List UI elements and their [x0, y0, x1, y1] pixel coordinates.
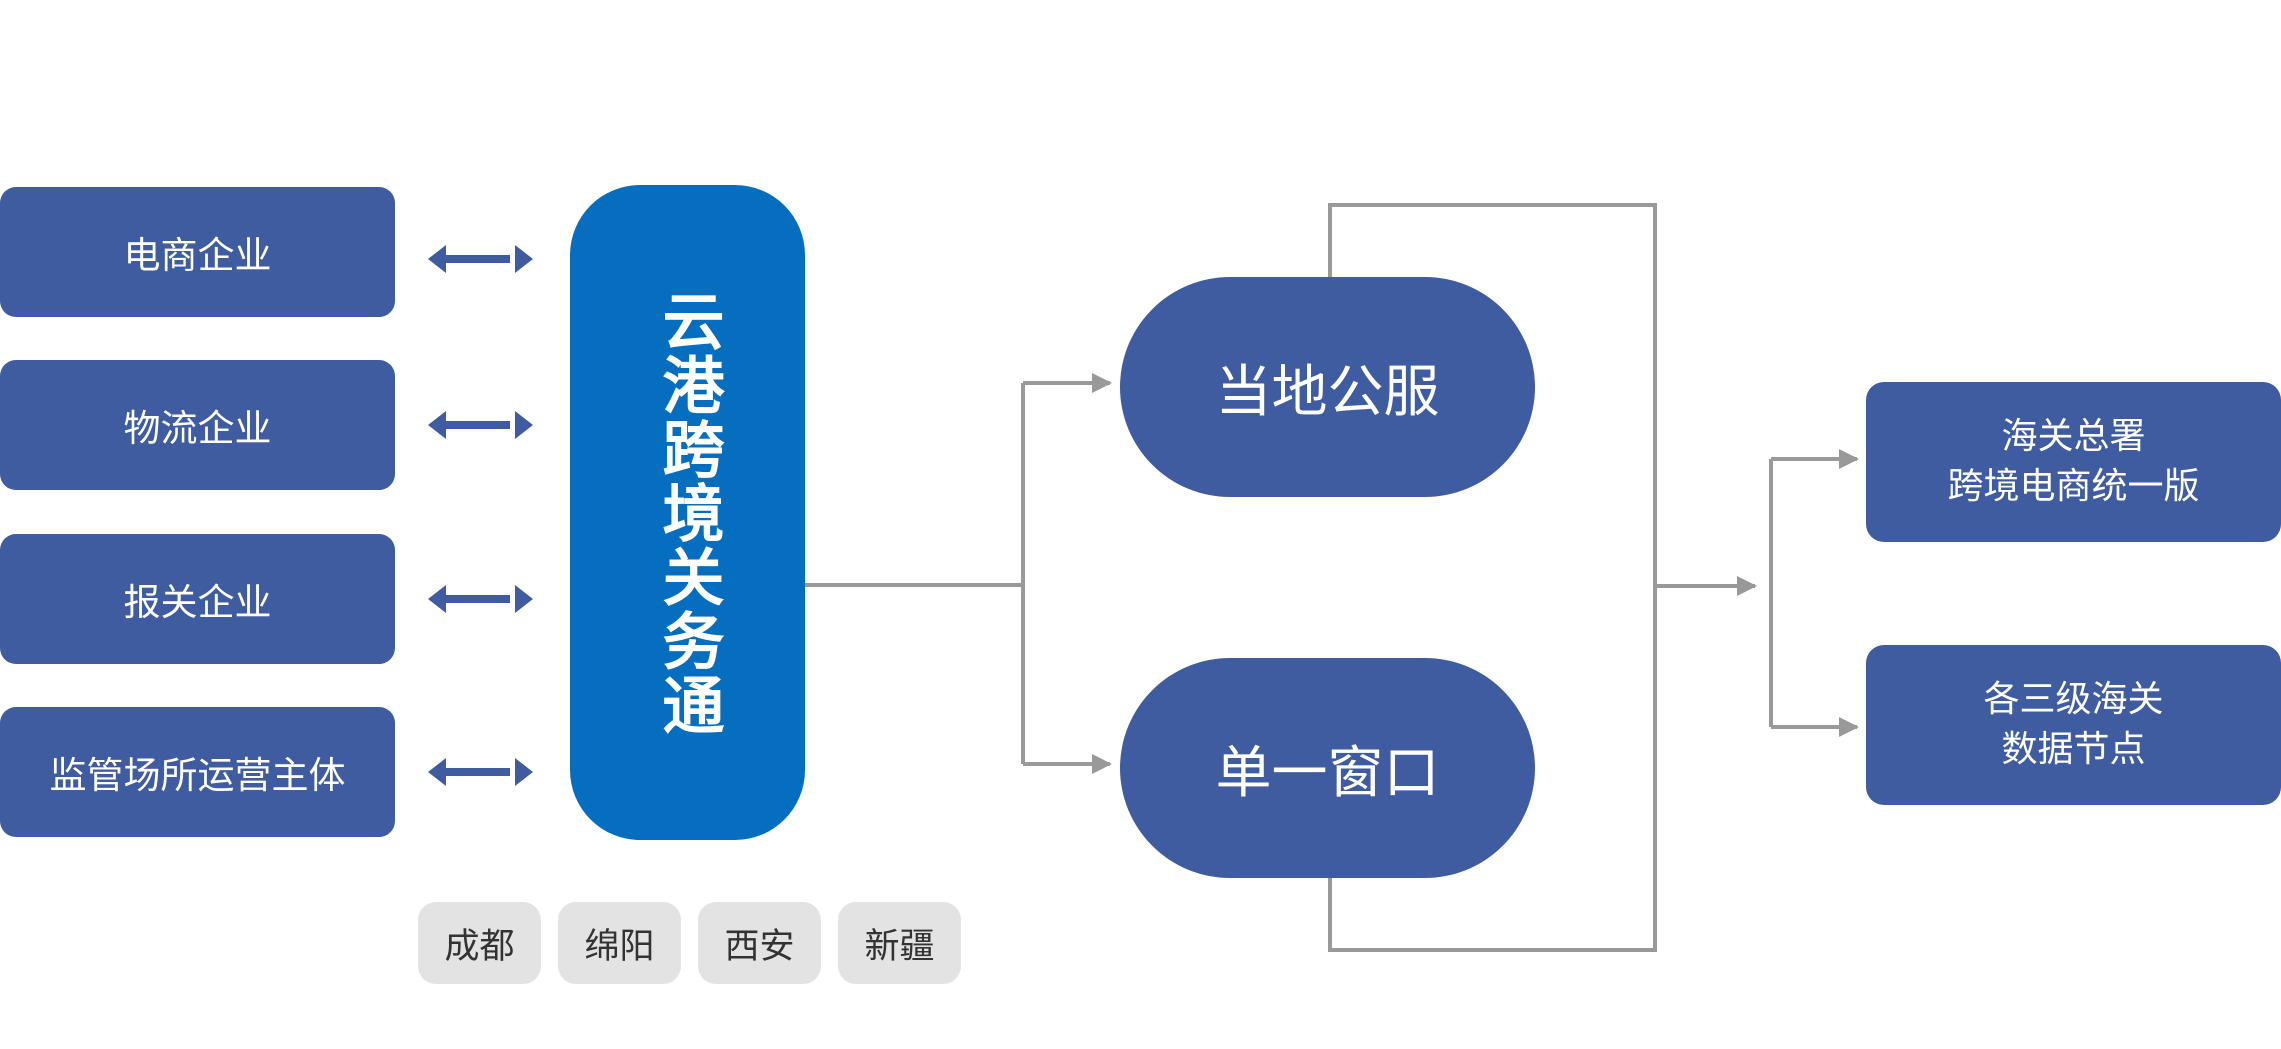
enterprise-box-logistics: 物流企业	[0, 360, 395, 490]
location-tag-mianyang: 绵阳	[558, 902, 681, 984]
double-arrow-ent-3	[428, 758, 533, 786]
location-label: 绵阳	[584, 926, 655, 967]
service-label: 当地公服	[1215, 359, 1440, 425]
destination-line-2: 跨境电商统一版	[1947, 466, 2200, 507]
destination-line-1: 海关总署	[2001, 416, 2146, 458]
services-to-destinations-connector	[1328, 203, 1859, 952]
location-label: 新疆	[864, 926, 935, 967]
double-arrow-ent-0	[428, 245, 533, 273]
enterprise-box-customs-broker: 报关企业	[0, 534, 395, 664]
location-tag-xinjiang: 新疆	[838, 902, 961, 984]
location-tag-xian: 西安	[698, 902, 821, 984]
enterprise-box-supervision-site: 监管场所运营主体	[0, 707, 395, 837]
hub-label: 云港跨境关务通	[651, 288, 725, 737]
destination-line-2: 数据节点	[2001, 729, 2146, 770]
service-node-local-public-service: 当地公服	[1120, 277, 1535, 497]
hub-node: 云港跨境关务通	[570, 185, 805, 840]
destination-node-customs-headquarters: 海关总署 跨境电商统一版	[1866, 382, 2281, 542]
location-label: 成都	[444, 926, 515, 967]
service-node-single-window: 单一窗口	[1120, 658, 1535, 878]
enterprise-label: 物流企业	[123, 407, 272, 450]
enterprise-box-ecommerce: 电商企业	[0, 187, 395, 317]
enterprise-label: 监管场所运营主体	[49, 754, 346, 797]
destination-line-1: 各三级海关	[1983, 679, 2164, 721]
enterprise-label: 报关企业	[123, 581, 272, 624]
destination-node-customs-data-nodes: 各三级海关 数据节点	[1866, 645, 2281, 805]
location-label: 西安	[724, 926, 795, 967]
service-label: 单一窗口	[1215, 740, 1440, 806]
hub-to-services-connector	[805, 373, 1112, 774]
double-arrow-ent-1	[428, 411, 533, 439]
enterprise-label: 电商企业	[123, 234, 272, 277]
location-tag-chengdu: 成都	[418, 902, 541, 984]
double-arrow-ent-2	[428, 585, 533, 613]
